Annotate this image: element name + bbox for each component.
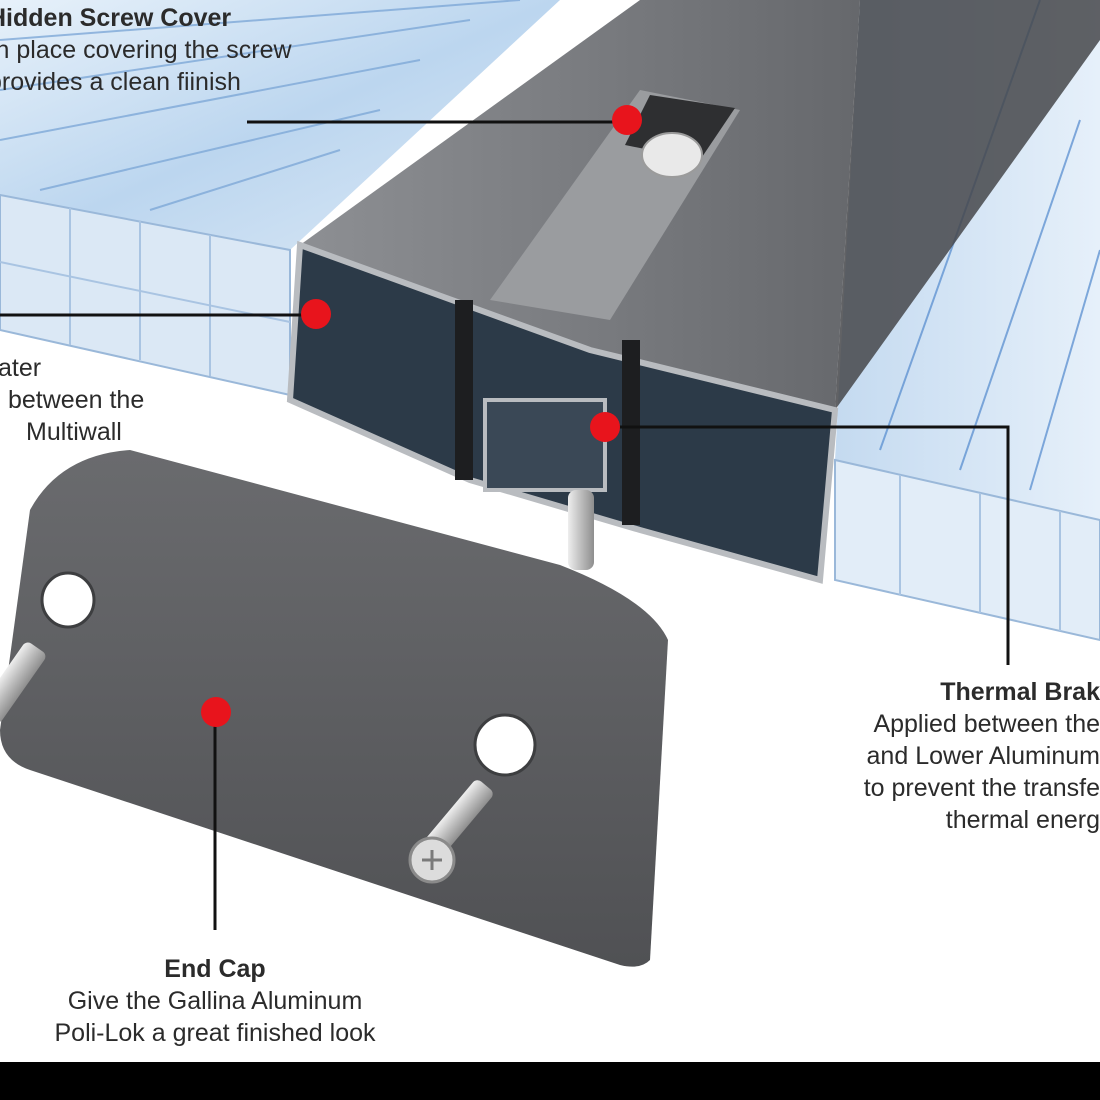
bottom-black-bar — [0, 1062, 1100, 1100]
callout-line: in place covering the screw — [0, 36, 292, 64]
callout-title: End Cap — [164, 955, 266, 983]
thermal-brake-strip-right — [622, 340, 640, 525]
screw-icon — [0, 642, 493, 884]
base-screw — [568, 490, 594, 570]
thermal-brake-strip-left — [455, 300, 473, 480]
marker-end-cap — [201, 697, 231, 727]
lower-profile-cavity — [483, 398, 607, 492]
callout-line: to prevent the transfe — [863, 774, 1100, 802]
callout-title: Thermal Brak — [940, 678, 1100, 706]
leader-thermal-brake — [604, 425, 1010, 665]
right-sheet-cells — [899, 475, 1061, 631]
callout-line: Applied between the — [873, 710, 1100, 738]
callout-line: provides a clean fiinish — [0, 68, 241, 96]
callout-line: and Lower Aluminum — [866, 742, 1100, 770]
callout-line: thermal energ — [945, 806, 1100, 834]
callout-line: Give the Gallina Aluminum — [67, 987, 363, 1015]
marker-hidden-screw-cover — [612, 105, 642, 135]
red-dot-icon — [201, 105, 642, 727]
callout-end-cap: End Cap Give the Gallina Aluminum Poli-L… — [0, 953, 430, 1049]
marker-thermal-brake — [590, 412, 620, 442]
end-cap — [0, 450, 668, 967]
marker-spacer — [301, 299, 331, 329]
end-cap-hole-right — [473, 713, 537, 777]
left-multiwall-sheet-top — [0, 0, 560, 250]
callout-line: Poli-Lok a great finished look — [54, 1019, 376, 1047]
screw-head — [641, 132, 703, 178]
callout-line: Multiwall — [26, 418, 122, 446]
callout-title: Hidden Screw Cover — [0, 4, 232, 32]
callout-line: ater — [0, 354, 42, 382]
callout-thermal-brake: Thermal Brak Applied between the and Low… — [864, 676, 1100, 836]
leader-lines — [0, 120, 1010, 930]
end-cap-hole-left — [40, 571, 96, 629]
callout-line: between the — [8, 386, 145, 414]
aluminum-top-profile-dark-edge — [835, 0, 1100, 410]
callout-spacer: ater between the Multiwall — [0, 352, 144, 448]
right-multiwall-sheet-front — [834, 458, 1100, 642]
callout-hidden-screw-cover: Hidden Screw Cover in place covering the… — [0, 2, 292, 98]
left-sheet-cells — [0, 208, 291, 376]
